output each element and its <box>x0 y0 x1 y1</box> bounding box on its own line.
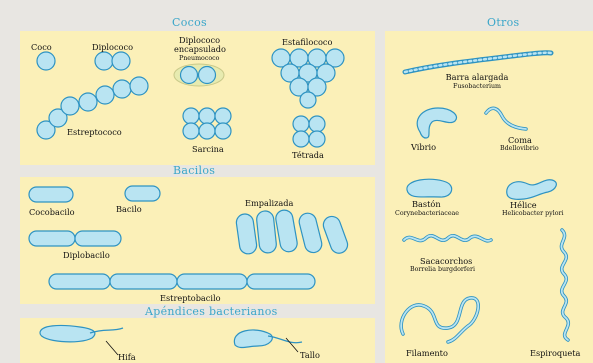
borrelia-label: Borrelia burgdorferi <box>410 266 475 273</box>
bacilo-label: Bacilo <box>116 205 142 214</box>
cocobacilo-label: Cocobacilo <box>29 208 75 217</box>
helicobacter-label: Helicobacter pylori <box>502 210 564 217</box>
diplobacilo-cells <box>29 231 121 246</box>
corynebacteriaceae-label: Corynebacteriaceae <box>395 210 459 217</box>
barra-alargada-label: Barra alargada <box>434 73 520 82</box>
filamento-label: Filamento <box>406 349 448 358</box>
coco-label: Coco <box>31 43 52 52</box>
hifa-cell <box>40 325 123 355</box>
sacacorchos-label: Sacacorchos <box>420 257 472 266</box>
tallo-label: Tallo <box>300 351 320 360</box>
diplococo-label: Diplococo <box>92 43 133 52</box>
bacilo-cell <box>125 186 160 201</box>
helice-cell <box>507 180 557 200</box>
tetrada-label: Tétrada <box>292 151 324 160</box>
cocobacilo-cell <box>29 187 73 202</box>
diplococo-cells <box>95 52 130 70</box>
coco-cell <box>37 52 55 70</box>
estreptobacilo-cells <box>49 274 315 289</box>
vibrio-cell <box>417 108 456 138</box>
hifa-label: Hifa <box>118 353 136 362</box>
sarcina-label: Sarcina <box>192 145 224 154</box>
estreptococo-label: Estreptococo <box>67 128 122 137</box>
estafilococo-cells <box>272 49 344 108</box>
estafilococo-label: Estafilococo <box>282 38 332 47</box>
diplococo-encapsulado-label-2: encapsulado <box>174 45 224 54</box>
coma-label: Coma <box>508 136 532 145</box>
vibrio-label: Vibrio <box>411 143 436 152</box>
estreptobacilo-label: Estreptobacilo <box>160 294 221 303</box>
empalizada-label: Empalizada <box>245 199 293 208</box>
baston-label: Bastón <box>412 200 441 209</box>
pneumococo-cells <box>174 64 224 86</box>
helice-label: Hélice <box>510 201 537 210</box>
baston-cell <box>407 179 452 197</box>
coma-cell <box>486 108 526 129</box>
diplobacilo-label: Diplobacilo <box>63 251 110 260</box>
espiroqueta-label: Espiroqueta <box>530 349 580 358</box>
fusobacterium-label: Fusobacterium <box>434 83 520 90</box>
empalizada-cells <box>235 209 350 256</box>
sarcina-cells <box>183 108 231 139</box>
filamento-cell <box>401 298 478 342</box>
pneumococo-label: Pneumococo <box>179 55 219 62</box>
bdellovibrio-label: Bdellovibrio <box>500 145 539 152</box>
tallo-cell <box>234 330 302 352</box>
barra-alargada-cell <box>405 53 551 72</box>
tetrada-cells <box>293 116 325 147</box>
